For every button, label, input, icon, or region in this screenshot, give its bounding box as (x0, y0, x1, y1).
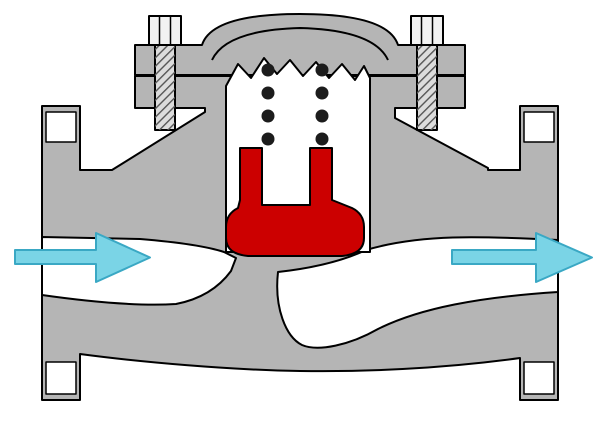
flange-bolt-hole (523, 111, 555, 143)
bolt-nut-facet-lines (420, 16, 434, 45)
spring-coil-dot (261, 63, 275, 77)
bolt-nut-facet-lines (158, 16, 172, 45)
spring (261, 63, 329, 146)
flange-bolt-hole (45, 361, 77, 395)
valve-disc (225, 147, 365, 257)
spring-coil-dot (261, 109, 275, 123)
bolt-nut (148, 15, 182, 46)
flow-arrows (14, 232, 593, 283)
flange-bolt-hole (523, 361, 555, 395)
spring-coil-dot (315, 109, 329, 123)
bolt-shaft-hatch (155, 45, 175, 130)
bolt-left (148, 15, 182, 131)
bolt-shaft-hatch (417, 45, 437, 130)
spring-coil-dot (315, 132, 329, 146)
flange-bolt-holes (45, 111, 555, 395)
spring-coil-dot (261, 86, 275, 100)
valve-assembly (14, 13, 593, 401)
spring-coil-dot (315, 63, 329, 77)
spring-coil-dot (315, 86, 329, 100)
spring-coil-dot (261, 132, 275, 146)
flow-arrow-left-icon (14, 232, 151, 283)
bonnet-inner-contour-line (211, 27, 389, 61)
bolt-nut (410, 15, 444, 46)
bolt-right (410, 15, 444, 131)
bonnet (134, 13, 466, 76)
flow-arrow-right-icon (451, 232, 593, 283)
flange-bolt-hole (45, 111, 77, 143)
